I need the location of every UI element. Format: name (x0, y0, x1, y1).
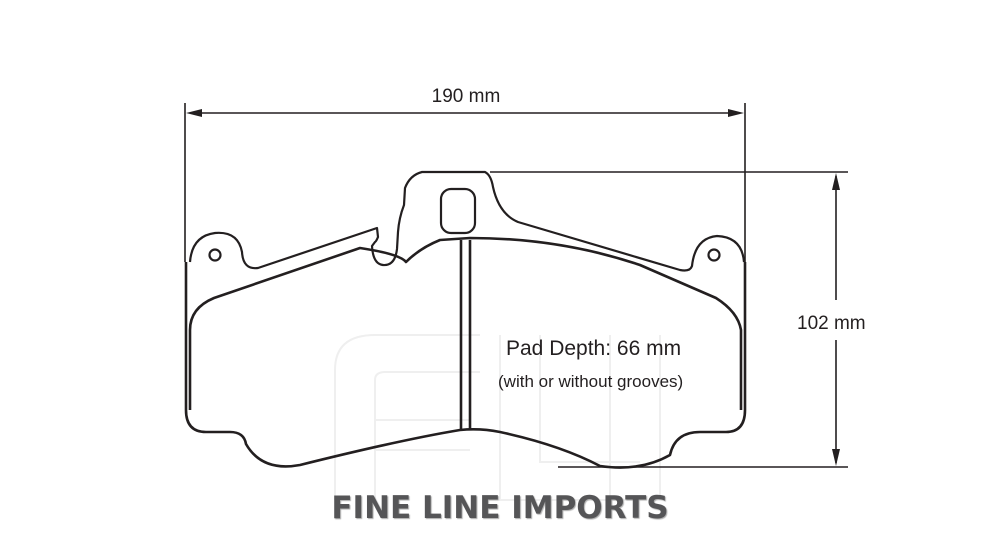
watermark-logo (334, 334, 661, 501)
backing-plate-outline (188, 170, 746, 272)
height-dimension-line (490, 171, 848, 468)
width-dimension-label: 190 mm (431, 86, 501, 107)
pad-depth-label: Pad Depth: 66 mm (506, 337, 682, 360)
brand-logo-text: FINE LINE IMPORTS (331, 490, 669, 526)
pad-outline (184, 236, 747, 469)
height-dimension-label: 102 mm (797, 313, 866, 334)
width-dimension-line (184, 103, 746, 262)
pad-depth-note: (with or without grooves) (498, 372, 684, 391)
